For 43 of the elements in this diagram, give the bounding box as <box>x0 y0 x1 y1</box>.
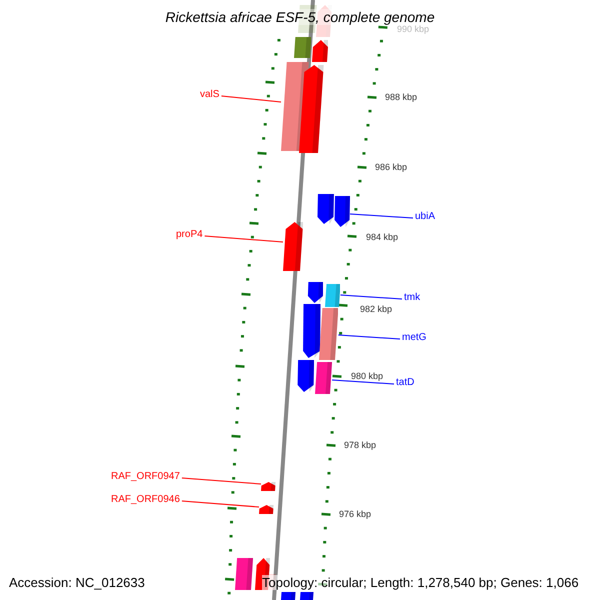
scale-label: 990 kbp <box>397 24 430 35</box>
info-text: Topology: circular; Length: 1,278,540 bp; Genes: 1,066 <box>262 575 579 590</box>
gene-label: metG <box>402 332 426 344</box>
gene-feature <box>294 37 312 58</box>
gene-label: proP4 <box>176 229 203 241</box>
gene-label: tatD <box>396 377 414 389</box>
info-text: Accession: NC_012633 <box>9 575 145 590</box>
gene-label: valS <box>200 89 220 101</box>
title: Rickettsia africae ESF-5, complete genome <box>165 9 435 25</box>
gene-feature <box>259 505 274 514</box>
gene-feature <box>319 308 338 360</box>
gene-feature <box>296 360 314 392</box>
gene-feature <box>299 65 324 153</box>
scale-label: 984 kbp <box>366 232 398 243</box>
leader-line <box>332 380 394 384</box>
leader-line <box>181 500 260 508</box>
gene-feature <box>316 194 334 224</box>
scale-label: 982 kbp <box>360 304 392 315</box>
gene-feature <box>261 482 276 491</box>
leader-line <box>338 334 400 340</box>
leader-line <box>340 294 402 300</box>
gene-feature <box>307 282 324 303</box>
gene-label: ubiA <box>415 211 436 223</box>
gene-label: tmk <box>404 292 420 304</box>
gene-feature <box>312 40 328 62</box>
gene-feature <box>333 196 350 227</box>
leader-line <box>350 214 414 218</box>
leader-line <box>204 236 284 242</box>
gene-feature <box>325 284 340 307</box>
gene-feature <box>315 362 332 394</box>
gene-feature <box>235 558 254 590</box>
scale-label: 986 kbp <box>375 162 408 173</box>
leader-line <box>181 478 262 484</box>
gene-feature <box>281 592 296 600</box>
gene-label: RAF_ORF0947 <box>111 471 180 483</box>
gene-feature <box>300 592 314 600</box>
scale-label: 988 kbp <box>385 92 418 103</box>
scale-label: 976 kbp <box>339 509 372 520</box>
scale-label: 980 kbp <box>351 371 384 382</box>
leader-line <box>220 96 282 102</box>
scale-label: 978 kbp <box>344 440 376 451</box>
gene-feature <box>283 222 304 271</box>
gene-label: RAF_ORF0946 <box>111 494 180 506</box>
